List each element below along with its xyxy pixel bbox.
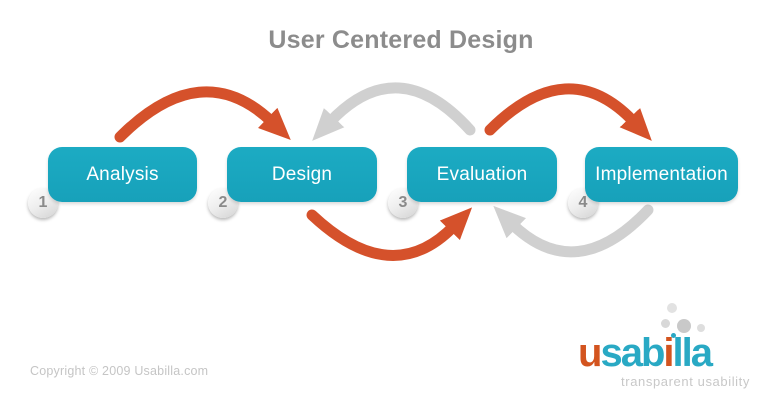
- logo-letter: i: [663, 331, 674, 375]
- logo-dot: [661, 319, 670, 328]
- stage-box-design: Design: [227, 147, 377, 202]
- arrow-analysis-to-design: [114, 86, 291, 143]
- stage-number: 1: [38, 194, 48, 211]
- stage-box-evaluation: Evaluation: [407, 147, 557, 202]
- logo-letter: b: [640, 331, 665, 375]
- logo-wordmark: usabilla: [578, 331, 713, 375]
- logo-dot: [677, 319, 691, 333]
- stage-label: Implementation: [595, 163, 728, 185]
- stage-box-analysis: Analysis: [48, 147, 197, 202]
- logo-tagline: transparent usability: [621, 374, 750, 389]
- arrow-design-to-evaluation: [306, 207, 473, 261]
- stage-box-implementation: Implementation: [585, 147, 738, 202]
- logo-dot: [697, 324, 705, 332]
- arrow-evaluation-to-implementation: [484, 83, 652, 141]
- arrow-evaluation-to-design: [312, 82, 476, 141]
- diagram-title: User Centered Design: [268, 26, 534, 54]
- stage-label: Evaluation: [436, 163, 528, 185]
- stage-number: 3: [398, 194, 408, 211]
- logo-dot: [671, 333, 676, 338]
- logo-letter: l: [672, 331, 684, 375]
- logo-letter: s: [600, 331, 622, 375]
- logo-dot: [667, 303, 677, 313]
- stage-label: Analysis: [86, 163, 159, 185]
- logo-letter: a: [690, 331, 713, 375]
- logo-letter: a: [620, 331, 643, 375]
- logo-letter: u: [578, 331, 602, 375]
- logo-letter: l: [681, 331, 693, 375]
- stage-number: 4: [578, 194, 588, 211]
- stage-number: 2: [218, 194, 228, 211]
- stage-label: Design: [271, 163, 333, 185]
- copyright-text: Copyright © 2009 Usabilla.com: [30, 364, 209, 378]
